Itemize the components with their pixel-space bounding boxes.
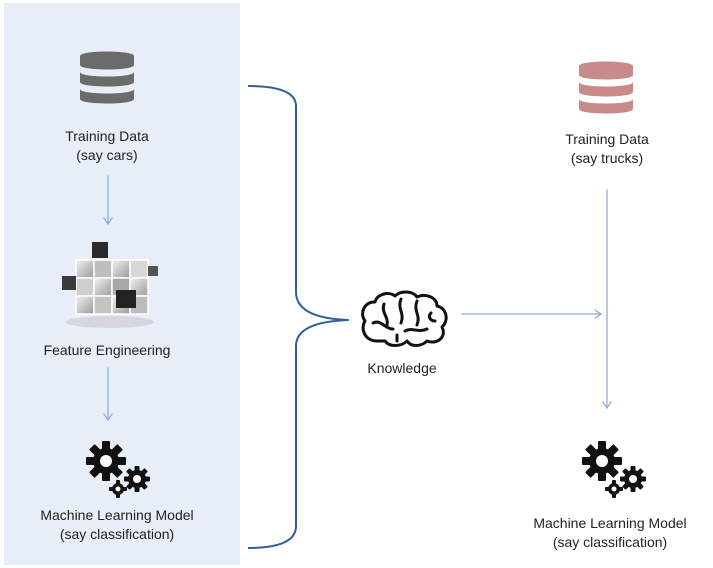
target-model-label: Machine Learning Model (say classificati… <box>508 514 712 552</box>
brain-icon <box>361 290 448 347</box>
arrow-features-to-model-head <box>103 413 113 422</box>
database-icon <box>579 61 633 114</box>
gears-icon <box>582 441 646 498</box>
target-model-subtitle: (say classification) <box>552 534 668 550</box>
database-icon <box>80 51 134 104</box>
knowledge-label: Knowledge <box>336 359 468 378</box>
target-training-data-subtitle: (say trucks) <box>570 150 644 166</box>
gears-icon <box>86 441 150 498</box>
source-model-label: Machine Learning Model (say classificati… <box>14 506 220 544</box>
arrow-knowledge-to-target-head <box>594 309 603 319</box>
feature-engineering-title: Feature Engineering <box>43 342 171 358</box>
source-model-subtitle: (say classification) <box>59 526 175 542</box>
arrow-target-data-to-model-head <box>602 401 612 410</box>
feature-engineering-label: Feature Engineering <box>14 341 200 360</box>
arrow-data-to-features-head <box>103 217 113 226</box>
target-training-data-label: Training Data (say trucks) <box>524 130 690 168</box>
knowledge-title: Knowledge <box>367 360 437 376</box>
target-training-data-title: Training Data <box>565 131 649 147</box>
curly-bracket <box>247 85 349 549</box>
source-training-data-title: Training Data <box>65 128 149 144</box>
cube-icon <box>62 242 158 328</box>
source-training-data-subtitle: (say cars) <box>76 147 138 163</box>
source-training-data-label: Training Data (say cars) <box>24 127 190 165</box>
target-model-title: Machine Learning Model <box>533 515 687 531</box>
source-model-title: Machine Learning Model <box>40 507 194 523</box>
